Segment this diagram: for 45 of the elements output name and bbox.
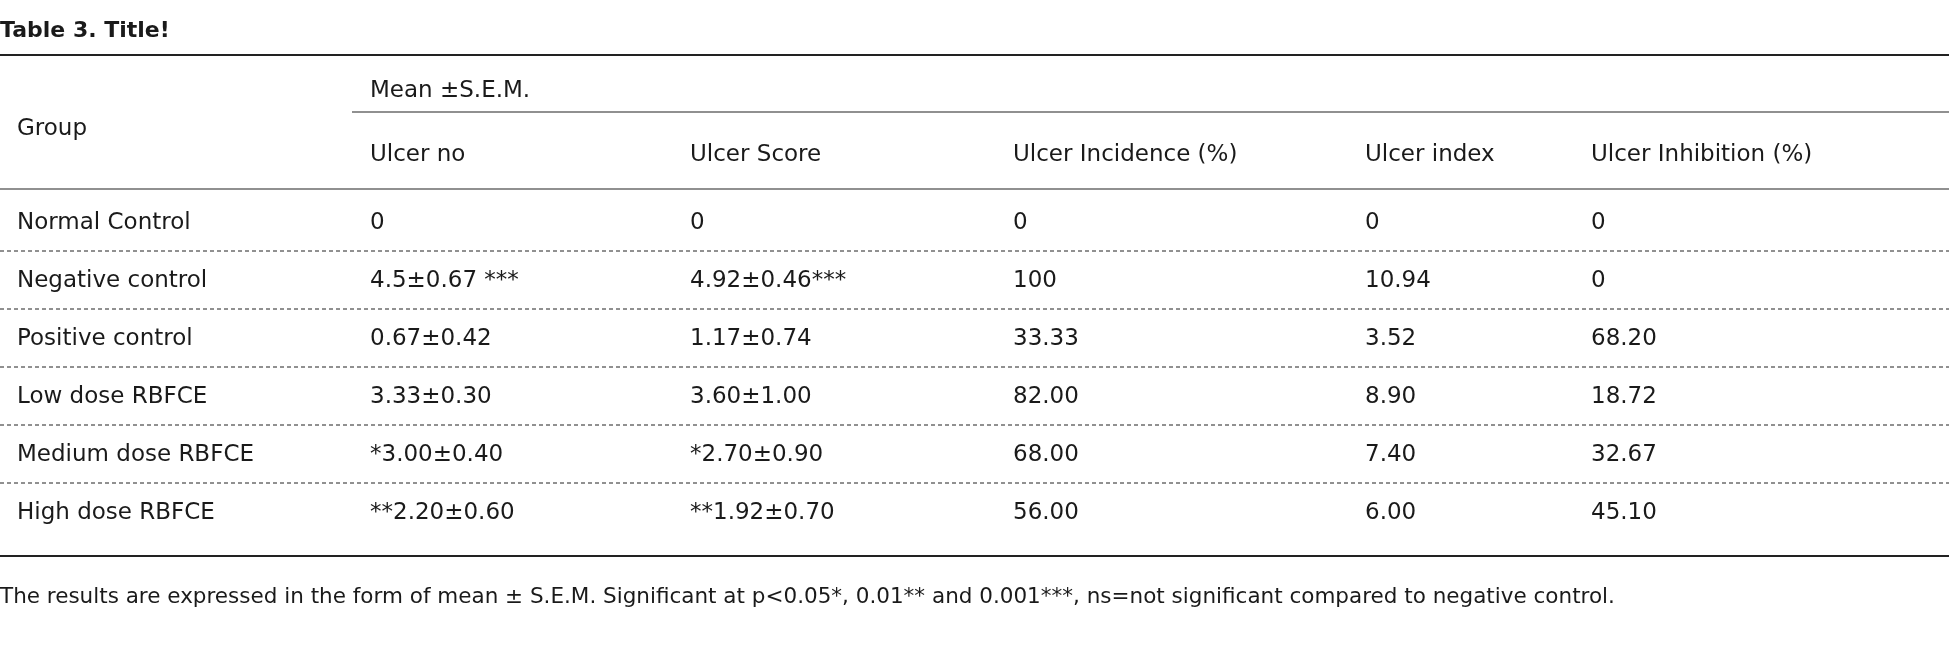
cell-value: 1.17±0.74 xyxy=(690,323,812,351)
cell-value: 4.92±0.46*** xyxy=(690,265,847,293)
cell-value: *2.70±0.90 xyxy=(690,439,824,467)
table-title: Table 3. Title! xyxy=(0,16,170,44)
cell-value: 3.33±0.30 xyxy=(370,381,492,409)
cell-value: 68.20 xyxy=(1591,323,1657,351)
column-header: Mean ±S.E.M. xyxy=(370,75,531,103)
cell-value: 3.60±1.00 xyxy=(690,381,812,409)
column-header: Ulcer no xyxy=(370,139,466,167)
cell-value: 0 xyxy=(1365,207,1380,235)
cell-value: 32.67 xyxy=(1591,439,1657,467)
cell-value: 82.00 xyxy=(1013,381,1079,409)
cell-value: 100 xyxy=(1013,265,1057,293)
cell-value: 0 xyxy=(370,207,385,235)
cell-value: 0 xyxy=(1013,207,1028,235)
cell-value: 56.00 xyxy=(1013,497,1079,525)
row-label: Low dose RBFCE xyxy=(17,381,208,409)
cell-value: **2.20±0.60 xyxy=(370,497,515,525)
cell-value: *3.00±0.40 xyxy=(370,439,504,467)
cell-value: 18.72 xyxy=(1591,381,1657,409)
row-label: Negative control xyxy=(17,265,208,293)
cell-value: 45.10 xyxy=(1591,497,1657,525)
column-header: Group xyxy=(17,113,88,141)
row-label: High dose RBFCE xyxy=(17,497,215,525)
cell-value: 4.5±0.67 *** xyxy=(370,265,519,293)
column-header: Ulcer Score xyxy=(690,139,822,167)
cell-value: 0.67±0.42 xyxy=(370,323,492,351)
cell-value: 0 xyxy=(1591,265,1606,293)
column-header: Ulcer Inhibition (%) xyxy=(1591,139,1813,167)
cell-value: 0 xyxy=(1591,207,1606,235)
column-header: Ulcer Incidence (%) xyxy=(1013,139,1238,167)
cell-value: 33.33 xyxy=(1013,323,1079,351)
cell-value: **1.92±0.70 xyxy=(690,497,835,525)
cell-value: 8.90 xyxy=(1365,381,1417,409)
cell-value: 0 xyxy=(690,207,705,235)
table-footnote: The results are expressed in the form of mean ± S.E.M. Significant at p<0.05*, 0.01** and 0.001***, ns=not significant compared to negative control. xyxy=(0,582,1615,610)
column-header: Ulcer index xyxy=(1365,139,1495,167)
cell-value: 7.40 xyxy=(1365,439,1417,467)
row-label: Positive control xyxy=(17,323,193,351)
cell-value: 10.94 xyxy=(1365,265,1431,293)
cell-value: 3.52 xyxy=(1365,323,1417,351)
row-label: Normal Control xyxy=(17,207,191,235)
row-label: Medium dose RBFCE xyxy=(17,439,254,467)
cell-value: 6.00 xyxy=(1365,497,1417,525)
cell-value: 68.00 xyxy=(1013,439,1079,467)
